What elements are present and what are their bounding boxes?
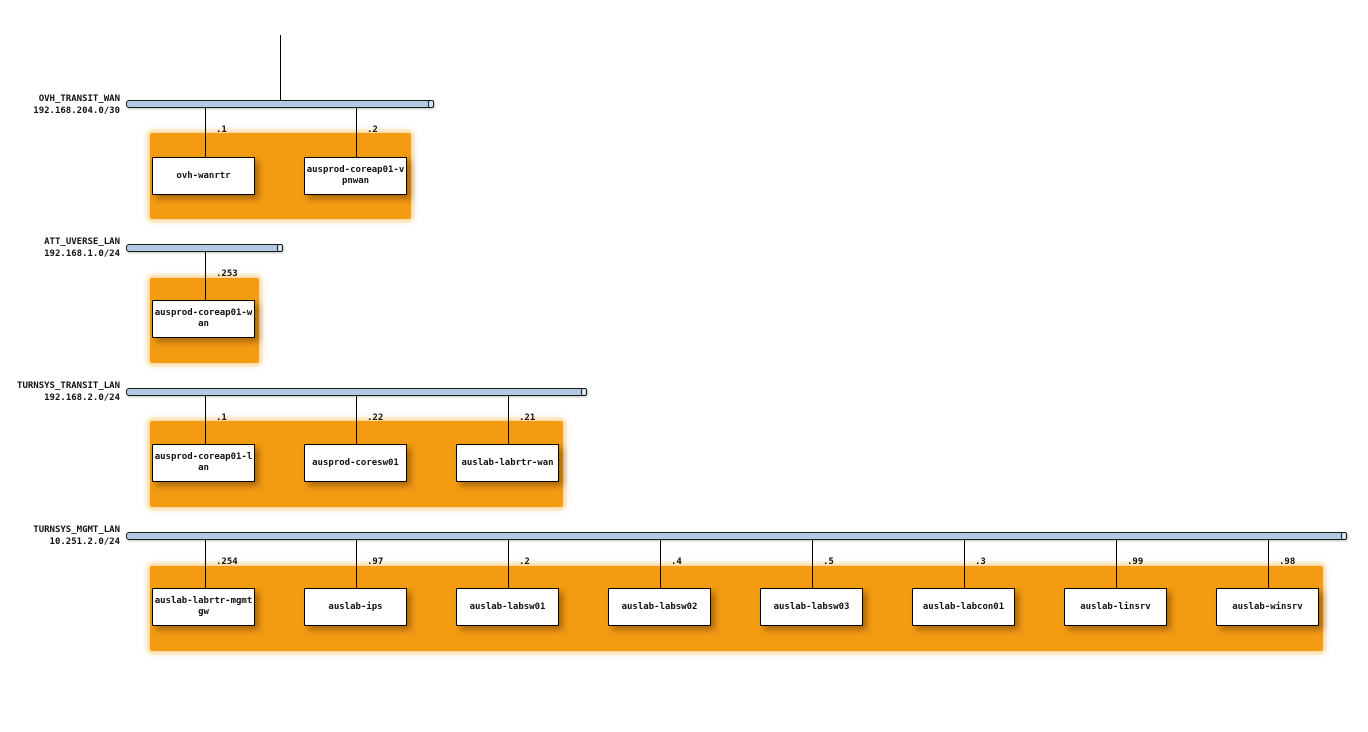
host-link-line [508,540,509,588]
host-link-line [356,396,357,444]
network-name-label: TURNSYS_TRANSIT_LAN [17,381,120,391]
host-link-line [1116,540,1117,588]
host-address-label: .2 [367,125,378,135]
host-link-line [205,396,206,444]
host-node[interactable]: auslab-labsw01 [456,588,559,626]
network-cidr-label: 192.168.2.0/24 [44,393,120,403]
host-link-line [356,540,357,588]
host-node[interactable]: auslab-linsrv [1064,588,1167,626]
host-node[interactable]: auslab-winsrv [1216,588,1319,626]
host-address-label: .253 [216,269,238,279]
host-node[interactable]: auslab-labsw02 [608,588,711,626]
network-name-label: OVH_TRANSIT_WAN [38,94,120,104]
host-address-label: .2 [519,557,530,567]
host-address-label: .98 [1279,557,1296,567]
network-name-label: TURNSYS_MGMT_LAN [33,525,120,535]
host-link-line [812,540,813,588]
host-link-line [205,252,206,300]
bus-end-cap [1341,532,1347,540]
host-address-label: .1 [216,125,227,135]
host-link-line [1268,540,1269,588]
host-node[interactable]: auslab-labsw03 [760,588,863,626]
host-node[interactable]: auslab-labrtr-wan [456,444,559,482]
bus-end-cap [581,388,587,396]
network-bus[interactable] [126,100,434,108]
host-link-line [205,540,206,588]
network-cidr-label: 192.168.204.0/30 [33,106,120,116]
host-link-line [508,396,509,444]
host-node[interactable]: auslab-ips [304,588,407,626]
host-address-label: .97 [367,557,384,567]
host-link-line [356,108,357,157]
uplink-line [280,35,281,101]
host-address-label: .4 [671,557,682,567]
host-address-label: .254 [216,557,238,567]
bus-end-cap [277,244,283,252]
host-address-label: .1 [216,413,227,423]
host-node[interactable]: ovh-wanrtr [152,157,255,195]
host-node[interactable]: ausprod-coresw01 [304,444,407,482]
network-bus[interactable] [126,388,587,396]
network-bus[interactable] [126,244,283,252]
host-address-label: .99 [1127,557,1144,567]
host-address-label: .22 [367,413,384,423]
host-node[interactable]: auslab-labrtr-mgmtgw [152,588,255,626]
host-address-label: .5 [823,557,834,567]
host-address-label: .3 [975,557,986,567]
host-link-line [205,108,206,157]
host-node[interactable]: auslab-labcon01 [912,588,1015,626]
host-link-line [964,540,965,588]
network-name-label: ATT_UVERSE_LAN [44,237,120,247]
host-node[interactable]: ausprod-coreap01-lan [152,444,255,482]
host-node[interactable]: ausprod-coreap01-vpnwan [304,157,407,195]
bus-end-cap [428,100,434,108]
host-address-label: .21 [519,413,536,423]
network-bus[interactable] [126,532,1347,540]
network-cidr-label: 10.251.2.0/24 [49,537,120,547]
network-cidr-label: 192.168.1.0/24 [44,249,120,259]
host-link-line [660,540,661,588]
host-node[interactable]: ausprod-coreap01-wan [152,300,255,338]
